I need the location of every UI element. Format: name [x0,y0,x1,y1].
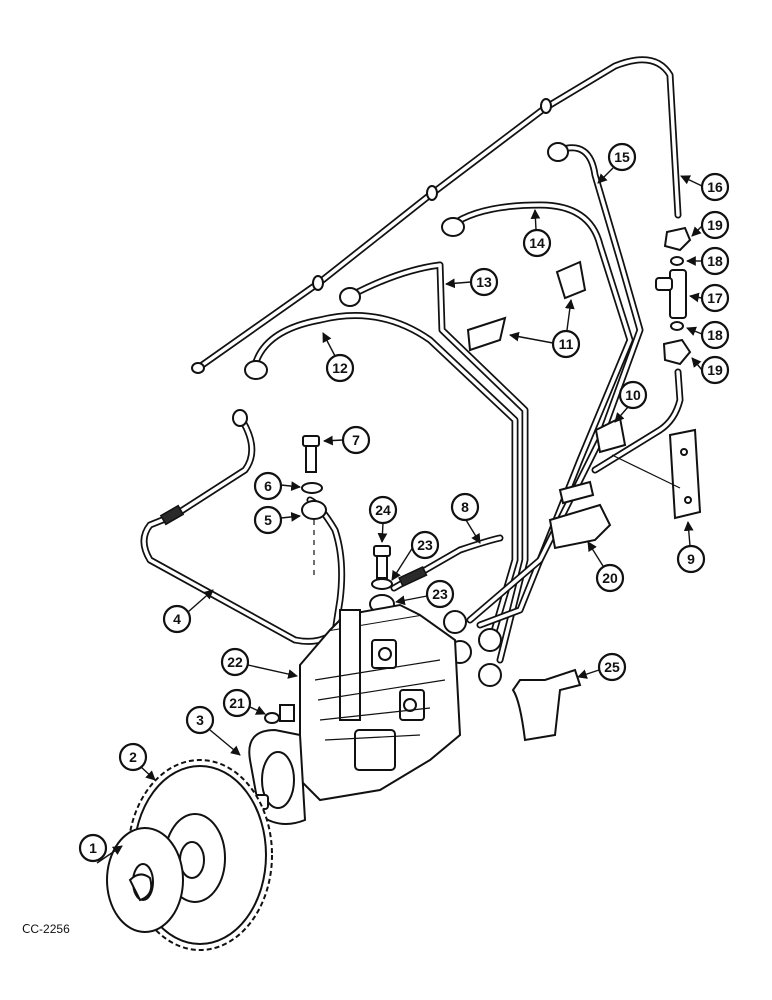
callout-1-label: 1 [89,840,97,856]
callout-2: 2 [118,742,156,781]
callout-18-upper: 18 [686,246,730,276]
callout-21: 21 [222,688,266,718]
callout-15-label: 15 [614,149,630,165]
callout-6-label: 6 [264,478,272,494]
callout-5: 5 [253,505,301,535]
callout-1: 1 [78,833,123,864]
callout-25-label: 25 [604,659,620,675]
callout-11-label: 11 [559,336,574,352]
callout-4: 4 [162,589,214,634]
feed-pipe [140,409,346,645]
callout-17: 17 [689,283,730,313]
callout-19-lower: 19 [691,355,730,385]
callout-3-label: 3 [196,712,204,728]
injector-pipes [244,142,644,687]
callout-13-label: 13 [476,274,492,290]
injection-pump [243,603,462,825]
callout-16-label: 16 [707,179,723,195]
callout-6: 6 [253,471,301,501]
callout-18-lower-label: 18 [707,327,723,343]
callout-9: 9 [676,521,706,574]
figure-code: ⅭC-2256 [22,922,70,936]
callout-19-upper-label: 19 [707,217,723,233]
callout-23-lower-label: 23 [432,586,448,602]
callout-9-label: 9 [687,551,695,567]
callout-25: 25 [577,652,627,682]
callout-21-label: 21 [229,695,245,711]
callout-8-label: 8 [461,499,469,515]
callout-23-lower: 23 [395,579,455,609]
callout-2-label: 2 [129,749,137,765]
callout-22-label: 22 [227,654,243,670]
callout-23-upper: 23 [391,530,440,581]
callout-17-label: 17 [707,290,723,306]
callout-19-lower-label: 19 [707,362,723,378]
callout-10: 10 [614,380,648,423]
callout-19-upper: 19 [691,210,730,240]
callout-23-upper-label: 23 [417,537,433,553]
callout-12: 12 [322,332,355,383]
callout-8: 8 [450,492,481,544]
tee-fitting [591,226,692,474]
callout-24-label: 24 [375,502,391,518]
callout-16: 16 [680,172,730,202]
callout-7-label: 7 [352,432,360,448]
banjo-assembly [301,435,327,580]
callout-14-label: 14 [529,235,545,251]
callout-11: 11 [509,299,581,359]
callout-15: 15 [597,142,637,184]
callout-20: 20 [587,541,625,593]
callout-13: 13 [445,267,499,297]
return-line [191,56,682,374]
clips-brackets [466,260,702,742]
hub-plate [106,827,184,933]
callout-3: 3 [185,705,241,756]
callout-14: 14 [522,209,552,258]
callout-20-label: 20 [602,570,618,586]
callout-5-label: 5 [264,512,272,528]
callout-10-label: 10 [625,387,641,403]
callout-18-lower: 18 [686,320,730,350]
callout-22: 22 [220,647,298,679]
callout-24: 24 [368,495,398,543]
callout-7: 7 [323,425,371,455]
callout-12-label: 12 [332,360,348,376]
callout-18-upper-label: 18 [707,253,723,269]
callout-4-label: 4 [173,611,181,627]
